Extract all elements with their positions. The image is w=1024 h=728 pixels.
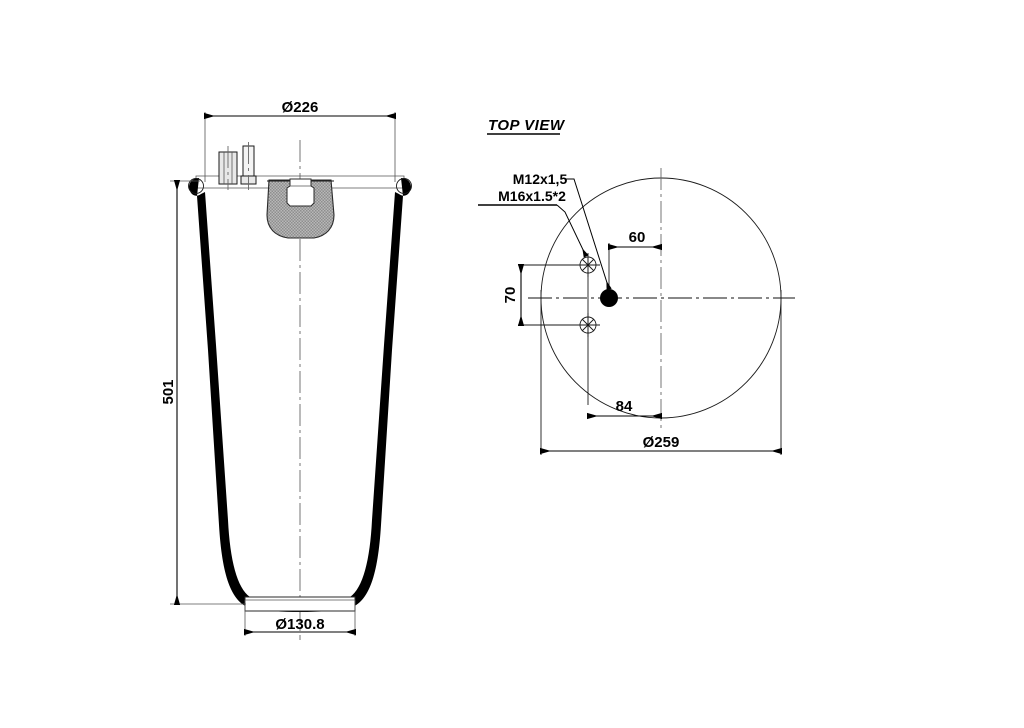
- dim-label-bottom-diameter: Ø130.8: [275, 616, 324, 633]
- piston-center-socket: [286, 178, 315, 207]
- callout-m16-group: M16x1.5*2: [478, 188, 589, 258]
- dim-label-stud-offset-x: 60: [629, 229, 646, 246]
- side-view-group: Ø226 501 Ø130.8: [160, 99, 412, 640]
- dimension-overall-height: 501: [160, 180, 246, 605]
- dim-label-plate-diameter: Ø259: [643, 434, 680, 451]
- dim-label-stud-offset-center: 84: [616, 398, 633, 415]
- callout-m12-label: M12x1,5: [513, 171, 568, 187]
- dim-label-stud-spacing: 70: [502, 287, 519, 304]
- callout-m16-label: M16x1.5*2: [498, 188, 566, 204]
- dimension-bottom-diameter: Ø130.8: [244, 600, 356, 636]
- dimension-plate-diameter: Ø259: [540, 290, 782, 455]
- piston-body: [266, 179, 335, 239]
- callout-m12-group: M12x1,5: [513, 171, 612, 291]
- dimension-top-diameter: Ø226: [204, 99, 396, 182]
- bead-ring-left: [188, 178, 204, 194]
- dimension-stud-offset-x: 60: [608, 229, 662, 290]
- top-view-title: TOP VIEW: [488, 117, 566, 134]
- top-view-group: TOP VIEW: [478, 117, 795, 455]
- bellows-wall-right: [350, 178, 411, 608]
- dimension-stud-spacing: 70: [502, 264, 525, 326]
- dim-label-overall-height: 501: [160, 379, 177, 404]
- callout-m12-leader: [566, 178, 612, 291]
- bellows-wall-left: [189, 178, 250, 608]
- callout-m16-leader: [556, 204, 589, 258]
- bottom-plate: [244, 596, 356, 612]
- bead-ring-right: [396, 178, 412, 194]
- center-port-m12: [600, 289, 618, 307]
- dim-label-top-diameter: Ø226: [282, 99, 319, 116]
- dimension-stud-offset-center: 84: [587, 398, 662, 420]
